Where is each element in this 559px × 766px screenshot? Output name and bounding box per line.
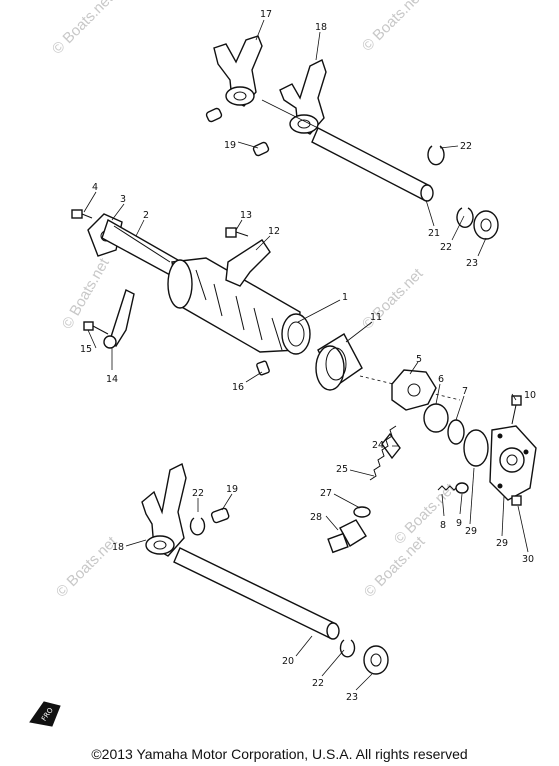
cover-plate-30 [489, 425, 537, 501]
upper-shift-fork-17 [213, 35, 263, 107]
callout-22-lower-right: 22 [312, 678, 324, 689]
callout-14: 14 [106, 374, 118, 385]
front-direction-mark: FRO [29, 701, 61, 727]
callout-30: 30 [522, 554, 534, 565]
callout-9: 9 [456, 518, 462, 529]
callout-18-upper: 18 [315, 22, 327, 33]
circlip-22-lower [189, 517, 206, 536]
watermark: © Boats.net [391, 480, 459, 548]
bolt-15 [83, 321, 109, 335]
callout-29-a: 29 [465, 526, 477, 537]
callout-3: 3 [120, 194, 126, 205]
watermark: © Boats.net [361, 533, 429, 601]
callout-1: 1 [342, 292, 348, 303]
callout-22-lower: 22 [192, 488, 204, 499]
callout-23-upper: 23 [466, 258, 478, 269]
oring-6 [423, 403, 449, 433]
upper-shift-fork-18 [279, 59, 327, 135]
callout-27: 27 [320, 488, 332, 499]
washer-22-23-upper [456, 207, 499, 240]
bolt-8-and-washer-9 [437, 482, 469, 494]
callout-22-upper-right: 22 [440, 242, 452, 253]
guide-pin-19-lower [210, 507, 230, 524]
segment-plate-12 [225, 239, 271, 287]
assembly-axis [359, 375, 461, 401]
callout-2: 2 [143, 210, 149, 221]
callout-labels: 17 18 19 22 21 22 23 4 3 2 13 12 1 11 15… [80, 9, 536, 703]
callout-23-lower: 23 [346, 692, 358, 703]
lower-shift-fork-18 [141, 462, 187, 557]
washer-22-23-lower [339, 639, 389, 675]
callout-15: 15 [80, 344, 92, 355]
callout-18-lower: 18 [112, 542, 124, 553]
stopper-lever-14 [103, 289, 135, 349]
callout-17: 17 [260, 9, 272, 20]
upper-guide-bar-21 [261, 99, 434, 202]
callout-29-b: 29 [496, 538, 508, 549]
shift-cam-1 [167, 257, 311, 355]
callout-4: 4 [92, 182, 98, 193]
callout-10: 10 [524, 390, 536, 401]
washer-27 [353, 506, 371, 518]
guide-pins-19-upper [205, 107, 270, 157]
callout-6: 6 [438, 374, 444, 385]
bearing-11 [315, 333, 363, 391]
callout-7: 7 [462, 386, 468, 397]
callout-16: 16 [232, 382, 244, 393]
pin-16 [256, 360, 270, 376]
screw-10 [511, 395, 522, 425]
callout-25: 25 [336, 464, 348, 475]
leader-lines [83, 19, 529, 691]
spring-25 [369, 425, 397, 481]
plug-28 [327, 519, 367, 554]
washer-7 [447, 419, 465, 445]
bolt-13 [225, 227, 249, 238]
watermark: © Boats.net [53, 533, 121, 601]
screw-30 [511, 495, 522, 506]
callout-22-upper: 22 [460, 141, 472, 152]
holder-5 [391, 369, 437, 411]
callout-28: 28 [310, 512, 322, 523]
watermark: © Boats.net [49, 0, 117, 58]
stopper-plate-3-and-bearing-2 [87, 213, 179, 277]
bolt-4 [71, 209, 93, 219]
callout-11: 11 [370, 312, 382, 323]
callout-20: 20 [282, 656, 294, 667]
callout-8: 8 [440, 520, 446, 531]
callout-19-lower: 19 [226, 484, 238, 495]
callout-5: 5 [416, 354, 422, 365]
lower-guide-bar-20 [173, 547, 340, 640]
copyright-notice: ©2013 Yamaha Motor Corporation, U.S.A. A… [91, 746, 468, 762]
callout-12: 12 [268, 226, 280, 237]
circlip-22-upper [427, 145, 445, 166]
callout-24: 24 [372, 440, 384, 451]
watermark: © Boats.net [59, 255, 113, 332]
callout-19-upper: 19 [224, 140, 236, 151]
callout-13: 13 [240, 210, 252, 221]
watermark: © Boats.net [359, 0, 427, 55]
oring-29a [463, 429, 489, 467]
callout-21: 21 [428, 228, 440, 239]
